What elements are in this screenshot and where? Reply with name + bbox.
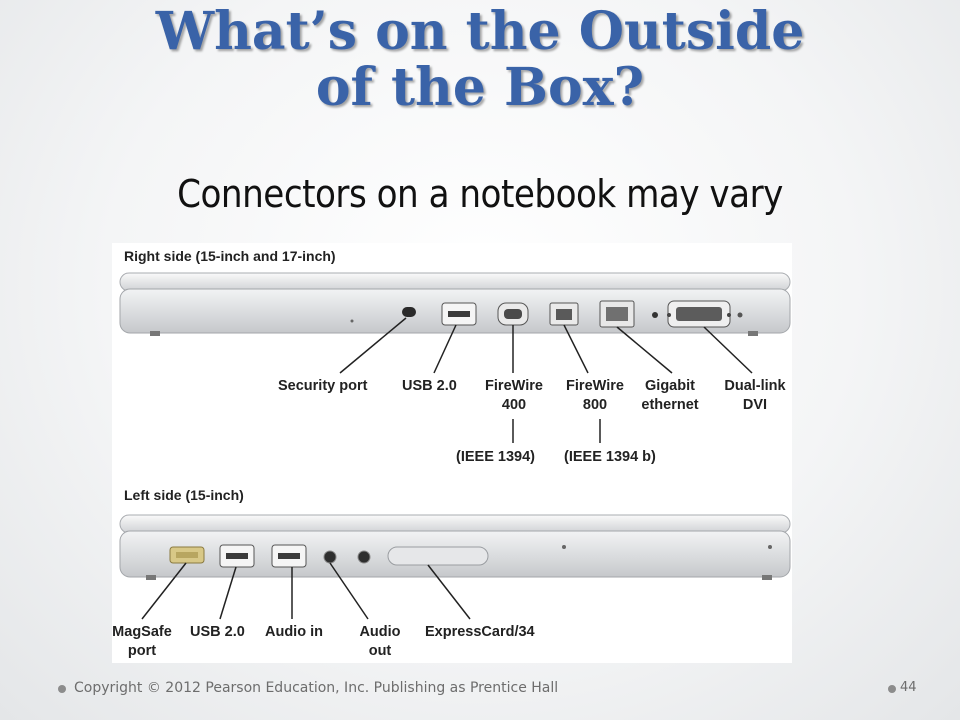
usb-label-right: USB 2.0 <box>402 378 457 394</box>
firewire-400-label: FireWire <box>485 378 543 394</box>
expresscard-label: ExpressCard/34 <box>425 624 535 640</box>
audio-in-jack-icon <box>323 550 337 564</box>
left-side-leader-lines <box>141 562 471 620</box>
audio-out-label: Audio <box>359 624 400 640</box>
firewire-400-sublabel: 400 <box>502 397 526 413</box>
footer-bullet-right-icon <box>888 685 896 693</box>
dvi-sublabel: DVI <box>743 397 767 413</box>
usb-label-left: USB 2.0 <box>190 624 245 640</box>
slide-subtitle: Connectors on a notebook may vary <box>177 172 783 216</box>
footer-copyright: Copyright © 2012 Pearson Education, Inc.… <box>74 680 559 696</box>
right-side-heading: Right side (15-inch and 17-inch) <box>124 248 336 264</box>
security-port-label: Security port <box>278 378 368 394</box>
audio-in-label: Audio in <box>265 624 323 640</box>
ieee-1394-label: (IEEE 1394) <box>456 449 535 465</box>
right-side-leader-lines <box>339 317 753 443</box>
left-side-heading: Left side (15-inch) <box>124 487 244 503</box>
led-indicator-icon <box>652 312 658 318</box>
page-number: 44 <box>900 680 917 695</box>
magsafe-sublabel: port <box>128 643 156 659</box>
security-port-icon <box>402 307 416 317</box>
slide-footer: Copyright © 2012 Pearson Education, Inc.… <box>58 680 928 700</box>
dvi-label: Dual-link <box>724 378 786 394</box>
expresscard-slot-icon <box>387 546 489 566</box>
slide-title: What’s on the Outside of the Box? <box>0 4 960 116</box>
firewire-800-sublabel: 800 <box>583 397 607 413</box>
slide-title-line2: of the Box? <box>315 57 645 118</box>
laptop-ports-figure: Right side (15-inch and 17-inch) <box>112 243 792 663</box>
audio-out-sublabel: out <box>369 643 392 659</box>
magsafe-label: MagSafe <box>112 624 172 640</box>
ethernet-label: Gigabit <box>645 378 695 394</box>
firewire-800-label: FireWire <box>566 378 624 394</box>
audio-out-jack-icon <box>357 550 371 564</box>
ieee-1394b-label: (IEEE 1394 b) <box>564 449 656 465</box>
footer-bullet-icon <box>58 685 66 693</box>
slide-title-line1: What’s on the Outside <box>155 1 805 62</box>
laptop-ports-diagram: Right side (15-inch and 17-inch) <box>112 248 791 659</box>
ethernet-sublabel: ethernet <box>641 397 698 413</box>
